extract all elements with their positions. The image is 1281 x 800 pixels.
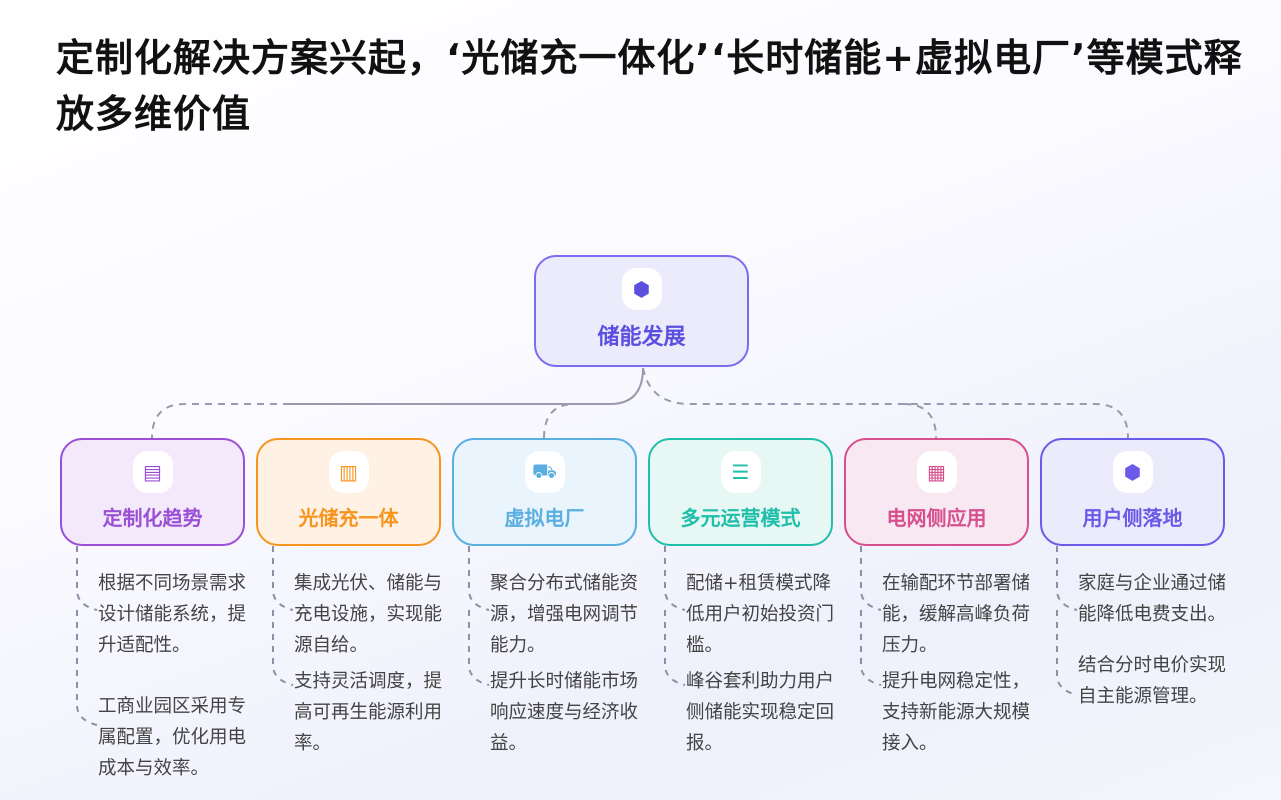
description-point: 支持灵活调度，提高可再生能源利用率。: [294, 671, 443, 754]
description-point: 提升长时储能市场响应速度与经济收益。: [490, 671, 639, 754]
branch-connector: [151, 367, 1129, 439]
category-label: 定制化趋势: [102, 506, 203, 530]
category-node: ⛟ 虚拟电厂: [452, 438, 637, 546]
root-node: ⬢ 储能发展: [534, 255, 749, 367]
category-description: 集成光伏、储能与充电设施，实现能源自给。支持灵活调度，提高可再生能源利用率。: [294, 568, 454, 764]
clipboard-icon: ▤: [132, 451, 173, 493]
category-label: 光储充一体: [298, 506, 399, 530]
description-point: 在输配环节部署储能，缓解高峰负荷压力。: [882, 573, 1031, 656]
description-point: 工商业园区采用专属配置，优化用电成本与效率。: [98, 696, 247, 779]
document-chart-icon: ▦: [916, 451, 957, 493]
bracket-connector: [76, 546, 98, 726]
cube-search-icon: ⬢: [621, 268, 662, 310]
category-node: ▥ 光储充一体: [256, 438, 441, 546]
description-point: 集成光伏、储能与充电设施，实现能源自给。: [294, 573, 443, 656]
category-node: ☰ 多元运营模式: [648, 438, 833, 546]
category-description: 根据不同场景需求设计储能系统，提升适配性。工商业园区采用专属配置，优化用电成本与…: [98, 568, 258, 789]
category-description: 聚合分布式储能资源，增强电网调节能力。提升长时储能市场响应速度与经济收益。: [490, 568, 650, 764]
bracket-connector: [1056, 546, 1078, 696]
category-description: 配储+租赁模式降低用户初始投资门槛。峰谷套利助力用户侧储能实现稳定回报。: [686, 568, 846, 764]
category-node: ▦ 电网侧应用: [844, 438, 1029, 546]
bracket-connector: [860, 546, 882, 686]
server-icon: ☰: [720, 451, 761, 493]
description-point: 结合分时电价实现自主能源管理。: [1078, 655, 1227, 707]
page-title: 定制化解决方案兴起，‘光储充一体化’‘长时储能+虚拟电厂’等模式释放多维价值: [56, 36, 1243, 136]
root-label: 储能发展: [597, 325, 686, 350]
category-description: 在输配环节部署储能，缓解高峰负荷压力。提升电网稳定性，支持新能源大规模接入。: [882, 568, 1042, 764]
category-label: 虚拟电厂: [504, 506, 585, 530]
cube-icon: ⬢: [1112, 451, 1153, 493]
description-point: 配储+租赁模式降低用户初始投资门槛。: [686, 573, 835, 656]
description-point: 根据不同场景需求设计储能系统，提升适配性。: [98, 573, 247, 656]
battery-stack-icon: ▥: [328, 451, 369, 493]
root-connector: [290, 367, 644, 405]
category-label: 多元运营模式: [680, 506, 801, 530]
category-node: ⬢ 用户侧落地: [1040, 438, 1225, 546]
category-label: 电网侧应用: [886, 506, 987, 530]
category-node: ▤ 定制化趋势: [60, 438, 245, 546]
bracket-connector: [468, 546, 490, 686]
truck-icon: ⛟: [524, 451, 565, 493]
bracket-connector: [664, 546, 686, 686]
bracket-connector: [272, 546, 294, 686]
category-label: 用户侧落地: [1082, 506, 1183, 530]
description-point: 峰谷套利助力用户侧储能实现稳定回报。: [686, 671, 835, 754]
description-point: 提升电网稳定性，支持新能源大规模接入。: [882, 671, 1031, 754]
description-point: 聚合分布式储能资源，增强电网调节能力。: [490, 573, 639, 656]
description-point: 家庭与企业通过储能降低电费支出。: [1078, 573, 1227, 625]
category-description: 家庭与企业通过储能降低电费支出。结合分时电价实现自主能源管理。: [1078, 568, 1238, 717]
